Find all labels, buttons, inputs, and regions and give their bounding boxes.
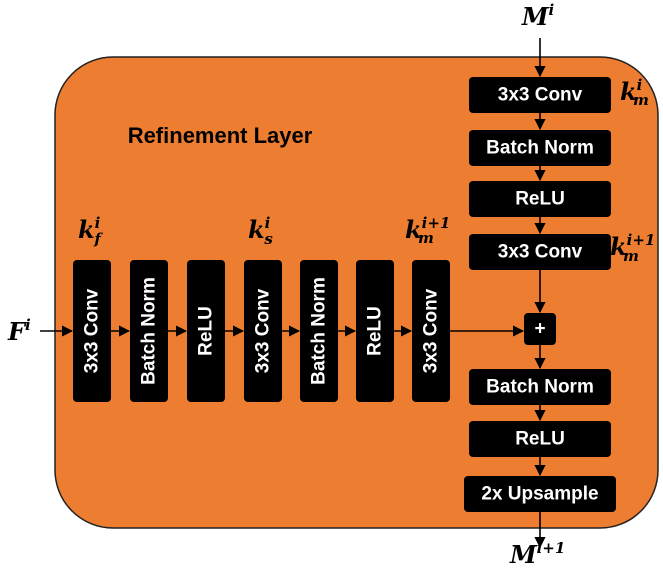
block-v4-label: 3x3 Conv: [498, 242, 583, 263]
block-h6-label: ReLU: [365, 306, 386, 356]
block-v3-relu: [469, 181, 611, 217]
block-h3-relu: [187, 260, 225, 402]
block-h4-3x3-conv: [244, 260, 282, 402]
block-v2-batch-norm: [469, 130, 611, 166]
block-h2-label: Batch Norm: [139, 277, 160, 385]
add-node-symbol: +: [534, 319, 545, 340]
block-v1-label: 3x3 Conv: [498, 85, 583, 106]
block-h1-3x3-conv: [73, 260, 111, 402]
block-v5-label: Batch Norm: [486, 377, 594, 398]
block-v5-batch-norm: [469, 369, 611, 405]
kernel-label-km-vertical-1-sub: m: [633, 91, 649, 109]
block-v1-3x3-conv: [469, 77, 611, 113]
block-h5-label: Batch Norm: [309, 277, 330, 385]
block-h7-label: 3x3 Conv: [421, 288, 442, 373]
block-h3-label: ReLU: [196, 306, 217, 356]
horizontal-block-chain: 3x3 Conv Batch Norm ReLU 3x3 Conv Batch Norm…: [73, 260, 450, 402]
block-h6-relu: [356, 260, 394, 402]
block-v4-3x3-conv: [469, 234, 611, 270]
block-v3-label: ReLU: [515, 189, 565, 210]
kernel-label-km-horizontal-sub: m: [418, 229, 434, 247]
block-v7-label: 2x Upsample: [481, 484, 598, 505]
block-v6-relu: [469, 421, 611, 457]
panel-title: Refinement Layer: [128, 123, 313, 148]
block-h7-3x3-conv: [412, 260, 450, 402]
block-h2-batch-norm: [130, 260, 168, 402]
input-f-label: Fi: [7, 316, 31, 346]
add-node: [524, 313, 556, 345]
block-v6-label: ReLU: [515, 429, 565, 450]
block-h5-batch-norm: [300, 260, 338, 402]
kernel-label-km-horizontal: ki+1: [405, 214, 450, 244]
block-v2-label: Batch Norm: [486, 138, 594, 159]
kernel-label-km-vertical-2-sub: m: [623, 247, 639, 265]
block-h4-label: 3x3 Conv: [253, 288, 274, 373]
output-m-label: Mi+1: [509, 539, 565, 569]
kernel-label-km-vertical-1: ki: [620, 76, 643, 106]
kernel-label-km-vertical-2: ki+1: [610, 231, 655, 261]
input-m-label: Mi: [521, 1, 555, 31]
block-v7-2x-upsample: [464, 476, 616, 512]
connection-wires: [40, 38, 546, 549]
block-h1-label: 3x3 Conv: [82, 288, 103, 373]
